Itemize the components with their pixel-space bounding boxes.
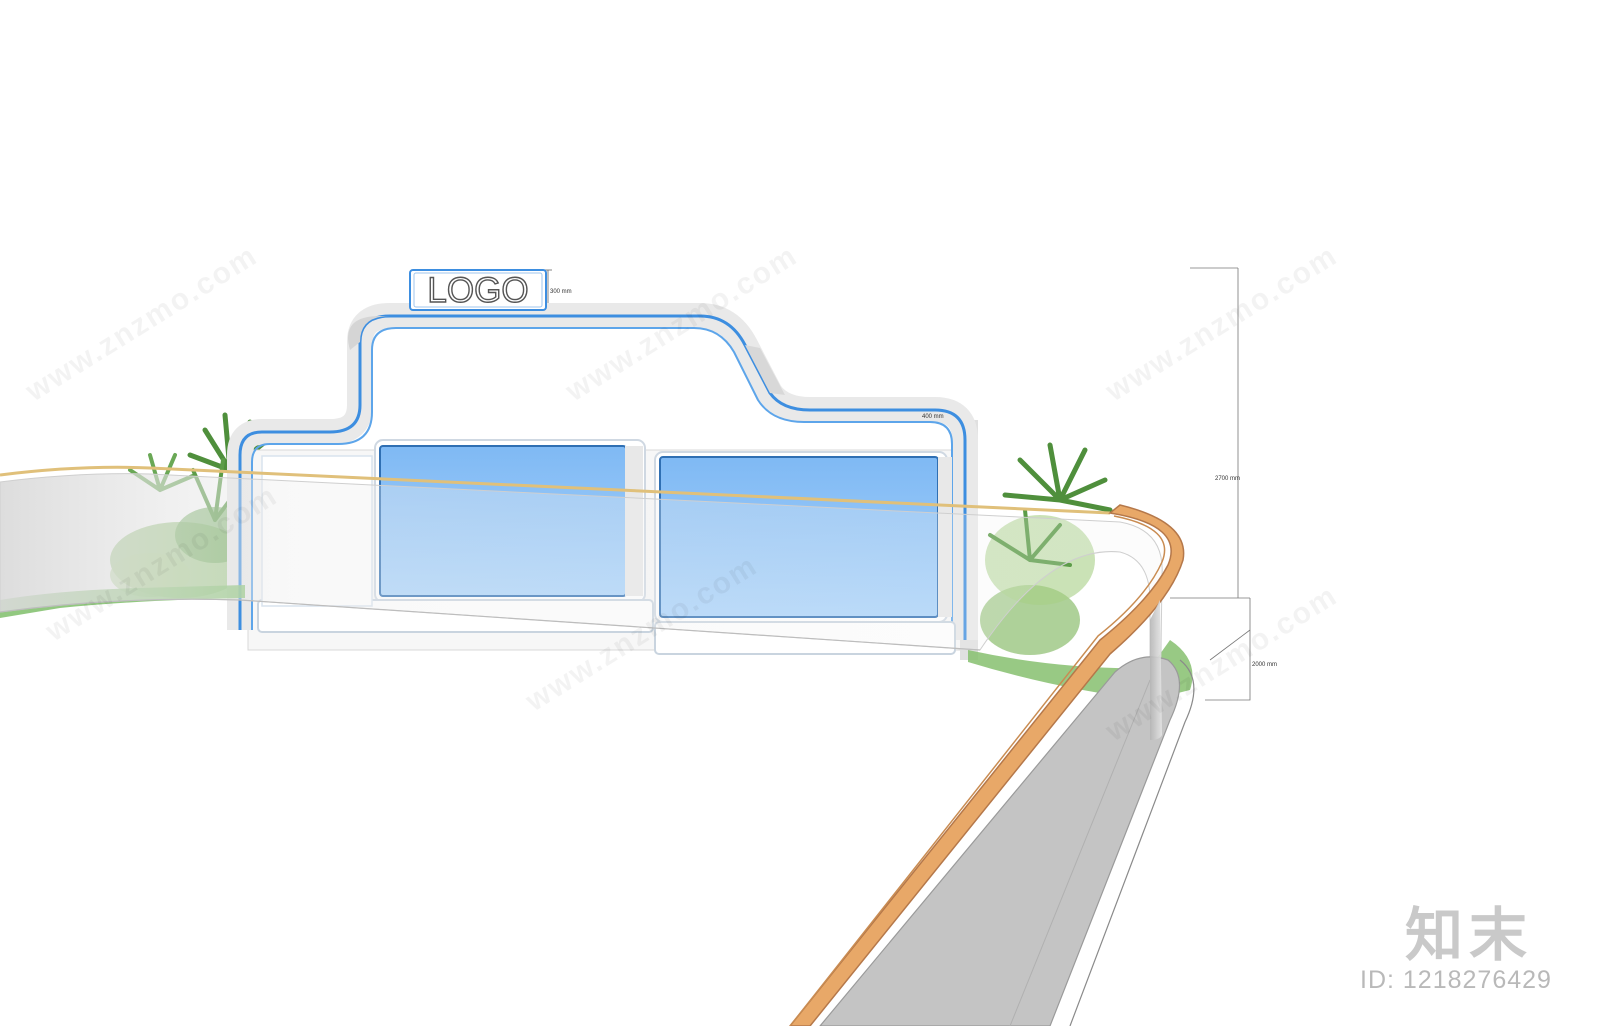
dimension-logo: 300 mm [544,269,572,307]
handrail [789,504,1185,1026]
dimension-wall-label: 2000 mm [1252,662,1277,668]
road-strip [819,656,1181,1026]
image-id-watermark: ID: 1218276429 [1360,966,1552,994]
logo-box [409,269,547,311]
dimension-total-label: 2700 mm [1215,476,1240,482]
dimension-total: 2700 mm 2000 mm [1170,267,1277,701]
dimension-logo-label: 300 mm [550,289,572,295]
brand-watermark: 知末 [1405,901,1534,969]
logo-text: LOGO [427,271,528,310]
frame-offset-label: 400 mm [922,414,944,420]
